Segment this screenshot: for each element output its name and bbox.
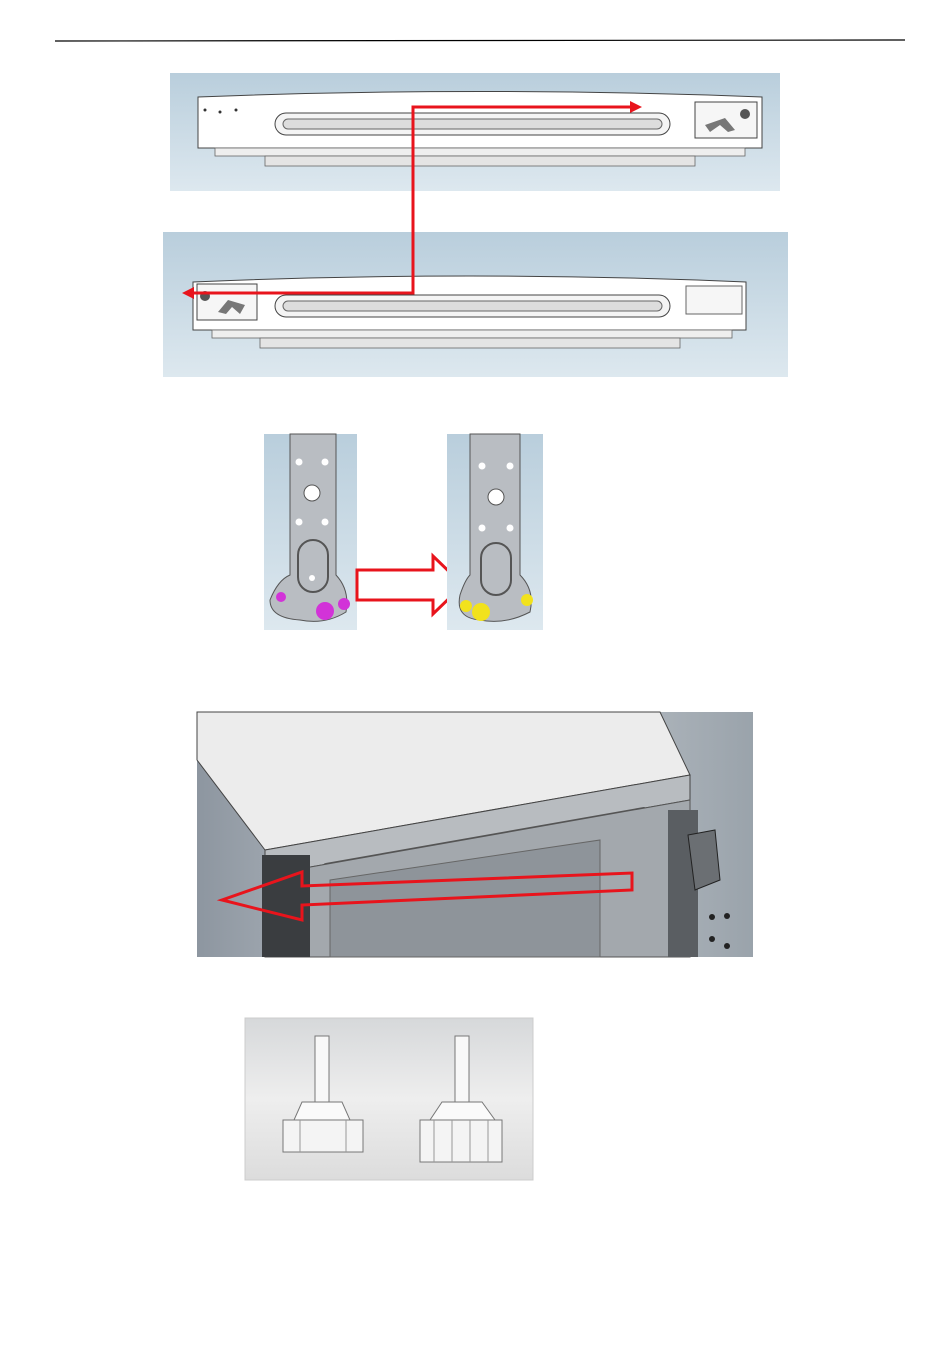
direction-arrow (182, 101, 642, 299)
adjustable-feet (244, 1017, 534, 1181)
header-rule (54, 39, 906, 42)
cabinet-hinge-relocation (196, 711, 753, 958)
door-flipped-view (163, 232, 788, 377)
door-top-view (170, 73, 780, 191)
hinge-bracket-swap (264, 433, 543, 630)
